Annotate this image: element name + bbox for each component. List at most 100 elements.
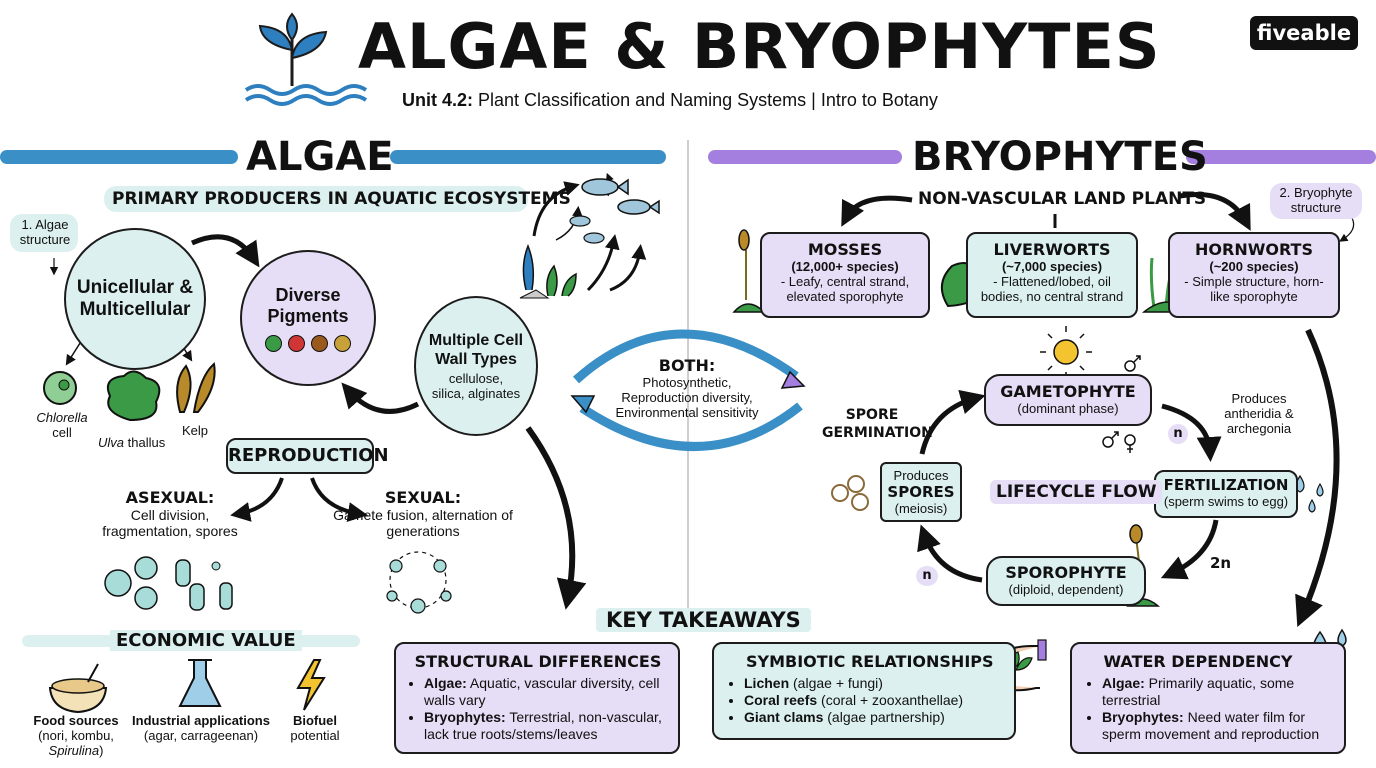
- sexual-cycle-icon: [386, 551, 452, 614]
- asexual-reproduction-icons: [104, 556, 233, 611]
- hornworts-card: HORNWORTS (~200 species) - Simple struct…: [1168, 232, 1340, 318]
- water-item: Algae: Primarily aquatic, some terrestri…: [1102, 675, 1334, 709]
- symbiotic-item: Lichen (algae + fungi): [744, 675, 1004, 692]
- chlorella-cell-icon: [43, 371, 77, 405]
- water-item: Bryophytes: Need water film for sperm mo…: [1102, 709, 1334, 743]
- sun-icon: [1040, 326, 1092, 378]
- algae-heading: ALGAE: [246, 134, 394, 180]
- food-bowl-icon: [48, 663, 108, 714]
- econ-food: Food sources(nori, kombu,Spirulina): [33, 713, 119, 758]
- sexual-block: SEXUAL: Gamete fusion, alternation of ge…: [330, 488, 516, 539]
- asexual-desc: Cell division, fragmentation, spores: [102, 507, 238, 539]
- bryophytes-heading: BRYOPHYTES: [912, 134, 1208, 180]
- sporophyte-label: SPOROPHYTE: [1005, 563, 1127, 582]
- bryo-bar-left: [708, 150, 902, 164]
- page-title: ALGAE & BRYOPHYTES: [358, 10, 1161, 83]
- pigment-dots: [265, 334, 351, 352]
- example-kelp: Kelp: [182, 423, 209, 438]
- n-label-top: n: [1168, 424, 1188, 444]
- cell-wall-circle: Multiple Cell Wall Types cellulose, sili…: [414, 296, 538, 436]
- subtitle-unit: Unit 4.2:: [402, 90, 474, 110]
- bryo-bar-right: [1186, 150, 1376, 164]
- example-ulva: Ulva thallus: [98, 435, 166, 450]
- unicellular-multicellular-circle: Unicellular & Multicellular: [64, 228, 206, 370]
- spores-label: SPORES: [887, 483, 955, 501]
- asexual-title: ASEXUAL:: [125, 488, 215, 507]
- mosses-name: MOSSES: [807, 240, 883, 259]
- water-title: WATER DEPENDENCY: [1103, 652, 1293, 671]
- subtitle-text: Plant Classification and Naming Systems …: [473, 90, 938, 110]
- algae-bar-left: [0, 150, 238, 164]
- kelp-icon: [176, 362, 216, 413]
- sprout-in-water-icon: [244, 12, 368, 106]
- fertilization-sub: (sperm swims to egg): [1163, 494, 1289, 509]
- symbiotic-relationships-card: SYMBIOTIC RELATIONSHIPS Lichen (algae + …: [712, 642, 1016, 740]
- example-chlorella: Chlorella cell: [36, 410, 88, 440]
- symbiotic-item: Coral reefs (coral + zooxanthellae): [744, 692, 1004, 709]
- structural-title: STRUCTURAL DIFFERENCES: [414, 652, 662, 671]
- algae-bar-right: [390, 150, 666, 164]
- aquatic-food-web-icon: [519, 172, 660, 299]
- both-line: Environmental sensitivity: [615, 405, 759, 420]
- gametophyte-label: GAMETOPHYTE: [1000, 382, 1136, 401]
- spores-icon: [831, 475, 869, 511]
- cellwall-desc: cellulose, silica, alginates: [431, 371, 521, 401]
- structural-item: Bryophytes: Terrestrial, non-vascular, l…: [424, 709, 668, 743]
- mosses-desc: - Leafy, central strand, elevated sporop…: [780, 274, 910, 304]
- 2n-label: 2n: [1210, 554, 1232, 572]
- gender-symbols-icon: [1102, 355, 1141, 453]
- fertilization-box: FERTILIZATION (sperm swims to egg): [1154, 470, 1298, 518]
- pigments-label: Diverse Pigments: [267, 284, 349, 326]
- mosses-card: MOSSES (12,000+ species) - Leafy, centra…: [760, 232, 930, 318]
- spore-germination-label: SPORE GERMINATION: [822, 407, 933, 441]
- lifecycle-flow-label: LIFECYCLE FLOW: [990, 480, 1163, 504]
- hornworts-count: (~200 species): [1209, 259, 1299, 274]
- reproduction-box: REPRODUCTION: [226, 438, 389, 474]
- water-dependency-card: WATER DEPENDENCY Algae: Primarily aquati…: [1070, 642, 1346, 754]
- symbiotic-title: SYMBIOTIC RELATIONSHIPS: [746, 652, 994, 671]
- pigment-dot: [334, 334, 351, 352]
- economic-value-heading: ECONOMIC VALUE: [110, 630, 302, 651]
- pigment-dot: [265, 334, 282, 352]
- hornworts-desc: - Simple structure, horn-like sporophyte: [1184, 274, 1324, 304]
- liverworts-desc: - Flattened/lobed, oil bodies, no centra…: [980, 274, 1124, 304]
- ulva-thallus-icon: [106, 370, 161, 422]
- produces-antheridia-label: Produces antheridia & archegonia: [1224, 391, 1294, 436]
- pigment-dot: [311, 334, 328, 352]
- spores-box: Produces SPORES (meiosis): [880, 462, 962, 522]
- liverworts-card: LIVERWORTS (~7,000 species) - Flattened/…: [966, 232, 1138, 318]
- bryophyte-structure-note: 2. Bryophyte structure: [1279, 185, 1353, 215]
- pigment-dot: [288, 334, 305, 352]
- page-subtitle: Unit 4.2: Plant Classification and Namin…: [402, 90, 938, 111]
- n-label-bottom: n: [916, 566, 938, 586]
- cellwall-title: Multiple Cell Wall Types: [428, 332, 524, 368]
- sporophyte-box: SPOROPHYTE (diploid, dependent): [986, 556, 1146, 606]
- sexual-desc: Gamete fusion, alternation of generation…: [333, 507, 513, 539]
- gametophyte-sub: (dominant phase): [1017, 401, 1119, 416]
- both-line: Reproduction diversity,: [621, 390, 753, 405]
- water-drops-icon: [1295, 474, 1324, 513]
- algae-structure-note: 1. Algae structure: [19, 217, 71, 247]
- hornworts-name: HORNWORTS: [1195, 240, 1313, 259]
- sporophyte-sub: (diploid, dependent): [1008, 582, 1124, 597]
- fiveable-logo[interactable]: fiveable: [1250, 16, 1358, 50]
- liverworts-count: (~7,000 species): [1001, 259, 1103, 274]
- liverworts-name: LIVERWORTS: [993, 240, 1111, 259]
- gametophyte-box: GAMETOPHYTE (dominant phase): [984, 374, 1152, 426]
- both-block: BOTH: Photosynthetic, Reproduction diver…: [592, 356, 782, 420]
- lightning-icon: [296, 659, 326, 711]
- structure-label: Unicellular & Multicellular: [76, 277, 194, 320]
- key-takeaways-heading: KEY TAKEAWAYS: [596, 608, 811, 632]
- spores-sub: (meiosis): [894, 501, 948, 516]
- spores-pre: Produces: [893, 468, 949, 483]
- flask-icon: [178, 659, 222, 707]
- algae-tagline: PRIMARY PRODUCERS IN AQUATIC ECOSYSTEMS: [112, 189, 571, 209]
- sexual-title: SEXUAL:: [384, 488, 462, 507]
- fertilization-label: FERTILIZATION: [1163, 476, 1289, 494]
- both-line: Photosynthetic,: [642, 375, 732, 390]
- symbiotic-item: Giant clams (algae partnership): [744, 709, 1004, 726]
- both-title: BOTH:: [658, 356, 716, 375]
- structural-item: Algae: Aquatic, vascular diversity, cell…: [424, 675, 668, 709]
- mosses-count: (12,000+ species): [791, 259, 899, 274]
